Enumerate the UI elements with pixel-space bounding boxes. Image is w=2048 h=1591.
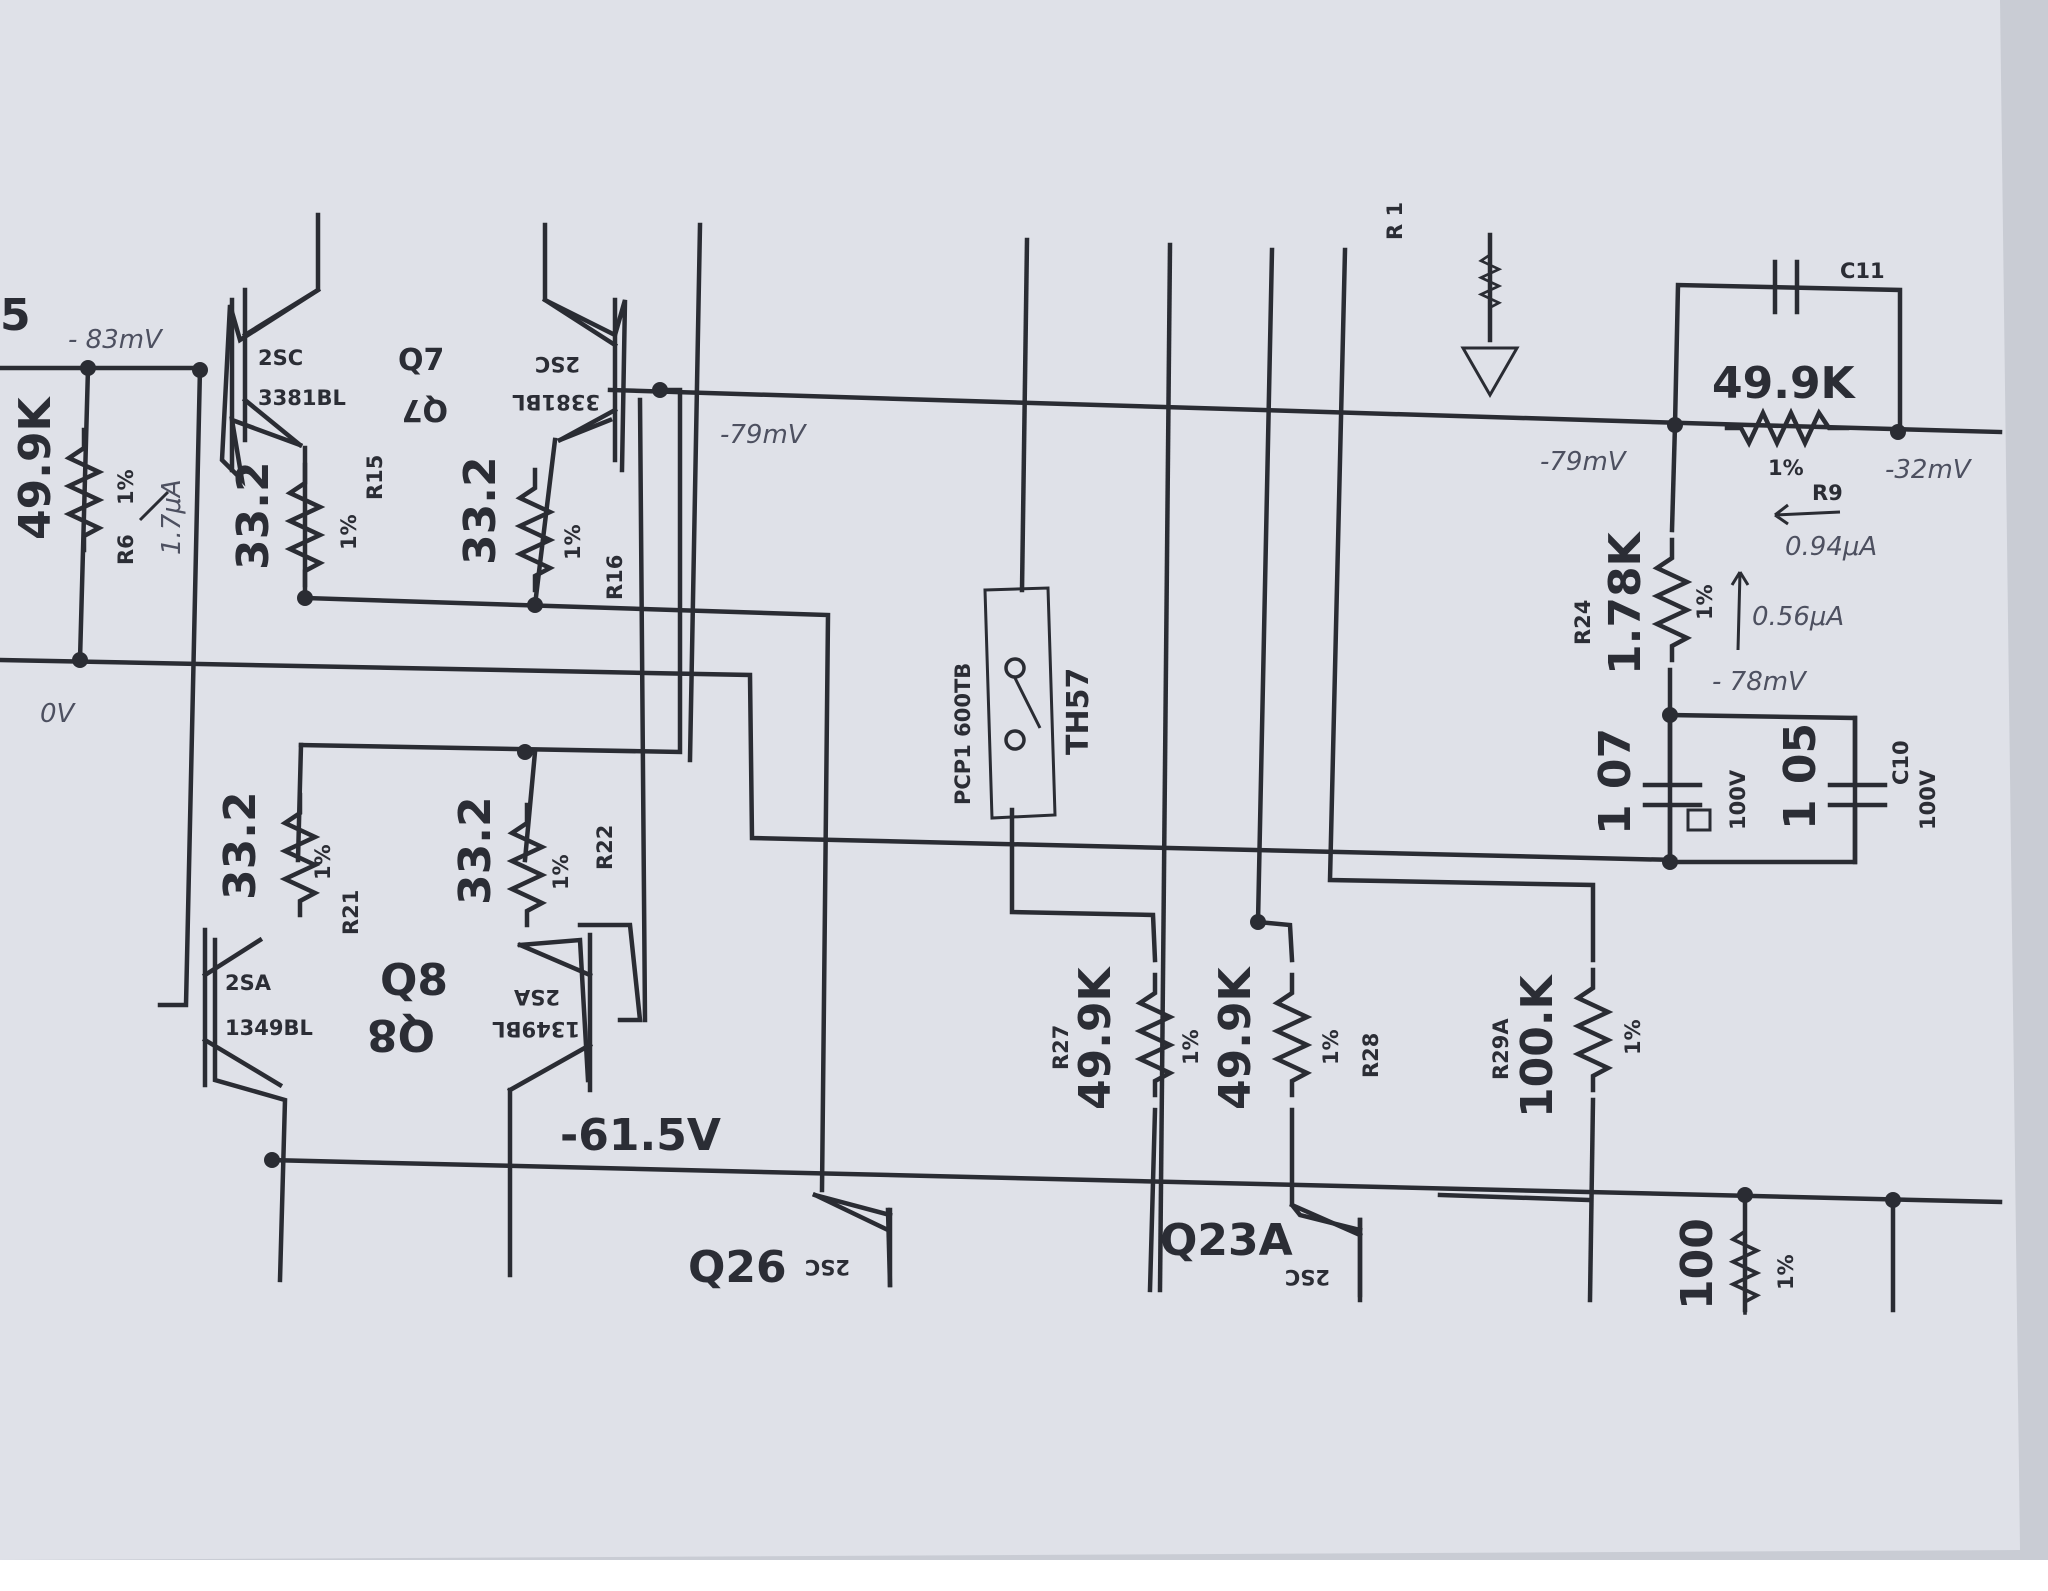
paper-bottom-edge [0,1560,2048,1591]
r21-ref: R21 [339,890,363,935]
relay-ref-label: TH57 [1061,668,1096,755]
paper-sheet [0,0,2020,1560]
c10-voltage: 100V [1916,769,1940,830]
r6-tolerance: 1% [114,469,138,505]
current-arrow-r6 [138,490,170,522]
q7-right-part: 3381BL [512,390,600,414]
c7-voltage: 100V [1726,769,1750,830]
q23a-label: Q23A [1160,1215,1293,1266]
q7-right-type: 2SC [535,352,580,376]
r22-ref: R22 [593,825,617,870]
junctions [72,360,1906,1208]
transistor-q7-right [541,296,619,463]
q26-label: Q26 [688,1242,787,1293]
q8-right-part: 1349BL [492,1017,580,1041]
q8-right-type: 2SA [513,985,560,1009]
r24-tolerance: 1% [1693,584,1717,620]
current-arrow-r24 [1730,571,1750,651]
voltage-note-ground: 0V [40,699,77,729]
r27-tolerance: 1% [1179,1029,1203,1065]
r6-value: 49.9K [10,395,61,540]
r9-value: 49.9K [1712,358,1857,409]
c7-value: 1 07 [1590,728,1641,835]
voltage-note-r9-right: -32mV [1885,455,1973,485]
q7-left-type: 2SC [258,346,303,370]
current-note-r6: 1.7μA [157,479,187,555]
transistor-q7-left [241,286,322,449]
q7-label-b: Q7 [402,392,448,427]
r9-tolerance: 1% [1768,456,1804,480]
r16-tolerance: 1% [561,524,585,560]
c11-ref: C11 [1840,259,1885,283]
capacitor-c11 [1772,259,1800,315]
r29a-ref: R29A [1489,1018,1513,1080]
q8-left-type: 2SA [225,971,272,995]
r22-value: 33.2 [450,796,501,905]
r28-ref: R28 [1359,1033,1383,1078]
r100-value: 100 [1672,1218,1723,1310]
c10-value: 1 05 [1775,723,1826,830]
r16-ref: R16 [603,555,627,600]
q7-label-a: Q7 [398,343,444,378]
q8-left-part: 1349BL [225,1016,313,1040]
r22-tolerance: 1% [549,854,573,890]
r21-tolerance: 1% [311,844,335,880]
r15-ref: R15 [363,455,387,500]
r16-value: 33.2 [455,456,506,565]
transistor-q26 [811,1191,893,1288]
r28-value: 49.9K [1210,965,1261,1110]
r21-value: 33.2 [215,791,266,900]
handwritten-annotations: - 83mV 1.7μA 0V -79mV -79mV -32mV 0.94μA… [40,325,1973,729]
current-note-r9: 0.94μA [1785,532,1877,562]
current-note-r24: 0.56μA [1752,602,1844,632]
r27-ref: R27 [1049,1025,1073,1070]
r9-ref: R9 [1812,481,1843,505]
wiring [0,212,2003,1313]
r100-tolerance: 1% [1774,1254,1798,1290]
thermal-switch-th57 [983,586,1057,820]
r24-value: 1.78K [1600,530,1651,675]
r29a-tolerance: 1% [1621,1019,1645,1055]
capacitor-c10 [1827,715,1888,865]
r27-value: 49.9K [1070,965,1121,1110]
transistor-q8-right [506,932,594,1094]
voltage-note-r9-left: -79mV [1540,447,1628,477]
voltage-note-q7-output: -79mV [720,420,808,450]
current-arrow-r9 [1774,503,1841,526]
r15-value: 33.2 [228,461,279,570]
transistor-q23a [1289,1202,1363,1298]
q26-type: 2SC [805,1255,850,1279]
voltage-note-r6-top: - 83mV [68,325,164,355]
r6-ref: R6 [114,534,138,565]
transistor-q8-left [201,927,284,1089]
r28-tolerance: 1% [1319,1029,1343,1065]
q23a-type: 2SC [1285,1265,1330,1289]
r15-tolerance: 1% [337,514,361,550]
relay-part-label: PCP1 600TB [951,663,975,805]
r24-ref: R24 [1571,600,1595,645]
q8-label-b: Q8 [367,1009,435,1060]
rail-voltage-label: -61.5V [560,1110,721,1161]
c10-ref: C10 [1889,740,1913,785]
capacitor-c7 [1642,712,1712,865]
node-5-label: 5 [0,290,31,341]
r29a-value: 100.K [1512,973,1563,1118]
r-top-ref: R 1 [1383,202,1407,240]
q7-left-part: 3381BL [258,386,346,410]
printed-labels: 5 49.9K R6 1% 2SC 3381BL 2SC 3381BL Q7 Q… [0,202,1940,1310]
voltage-note-r24-bottom: - 78mV [1712,667,1808,697]
q8-label-a: Q8 [380,955,448,1006]
